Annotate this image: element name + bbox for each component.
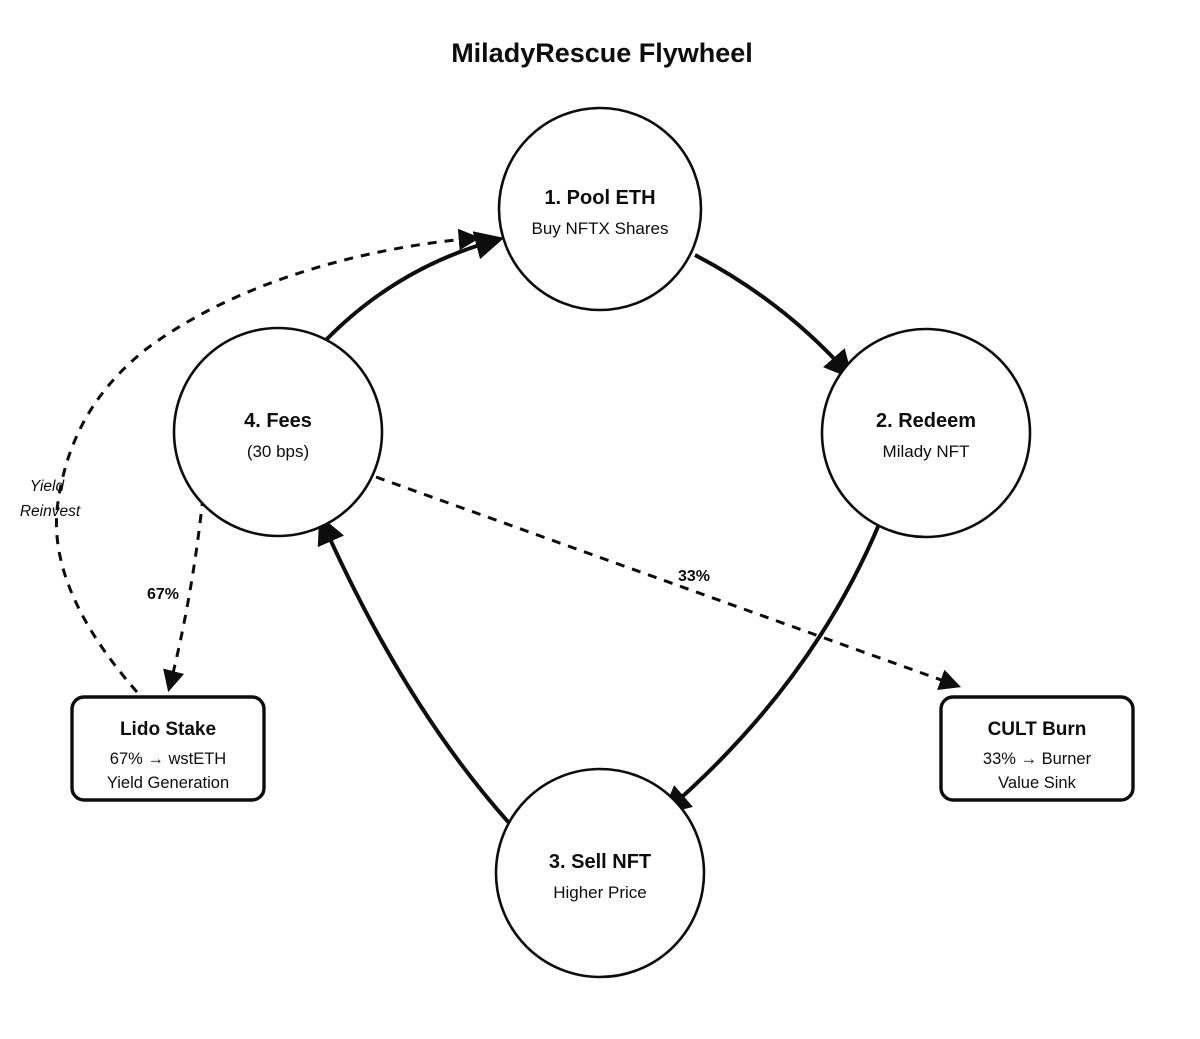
edge-sell-to-fees-arrow (317, 515, 512, 826)
node-2-redeem-subtitle: Milady NFT (883, 442, 970, 461)
node-4-fees: 4. Fees (30 bps) (172, 326, 384, 538)
node-2-redeem: 2. Redeem Milady NFT (820, 327, 1032, 539)
node-1-pool-eth: 1. Pool ETH Buy NFTX Shares (497, 106, 703, 312)
edge-fees-to-cult-arrow (375, 475, 962, 690)
box-lido-stake-line1: 67% → wstETH (110, 750, 226, 768)
edge-redeem-to-sell-arrow (661, 521, 882, 815)
box-cult-burn: CULT Burn 33% → Burner Value Sink (939, 695, 1135, 802)
node-1-pool-eth-subtitle: Buy NFTX Shares (532, 219, 669, 238)
page-title: MiladyRescue Flywheel (451, 38, 753, 68)
box-lido-stake: Lido Stake 67% → wstETH Yield Generation (70, 695, 266, 802)
box-lido-stake-line2: Yield Generation (107, 774, 229, 792)
box-cult-burn-title: CULT Burn (988, 719, 1087, 740)
edge-label-33-percent: 33% (678, 568, 710, 585)
edge-label-67-percent: 67% (147, 586, 179, 603)
node-1-pool-eth-circle (497, 106, 703, 312)
edge-label-yield-reinvest-line1: Yield (30, 478, 66, 495)
node-3-sell-nft-subtitle: Higher Price (553, 883, 647, 902)
box-cult-burn-line2: Value Sink (998, 774, 1076, 792)
box-cult-burn-line1: 33% → Burner (983, 750, 1092, 768)
node-4-fees-subtitle: (30 bps) (247, 442, 309, 461)
edge-lido-to-pool-yield-reinvest-arrow (54, 228, 481, 693)
node-3-sell-nft-title: 3. Sell NFT (549, 851, 651, 873)
node-1-pool-eth-title: 1. Pool ETH (544, 187, 655, 209)
box-cult-burn-rect (939, 695, 1135, 802)
node-4-fees-title: 4. Fees (244, 410, 312, 432)
node-2-redeem-circle (820, 327, 1032, 539)
edge-fees-to-lido-arrow (163, 496, 205, 693)
box-lido-stake-rect (70, 695, 266, 802)
node-3-sell-nft: 3. Sell NFT Higher Price (494, 767, 706, 979)
edge-label-yield-reinvest-line2: Reinvest (20, 503, 81, 520)
edge-pool-to-redeem-arrow (694, 253, 853, 380)
node-3-sell-nft-circle (494, 767, 706, 979)
node-2-redeem-title: 2. Redeem (876, 410, 976, 432)
node-4-fees-circle (172, 326, 384, 538)
edge-fees-to-pool-arrow (323, 231, 505, 343)
box-lido-stake-title: Lido Stake (120, 719, 216, 740)
